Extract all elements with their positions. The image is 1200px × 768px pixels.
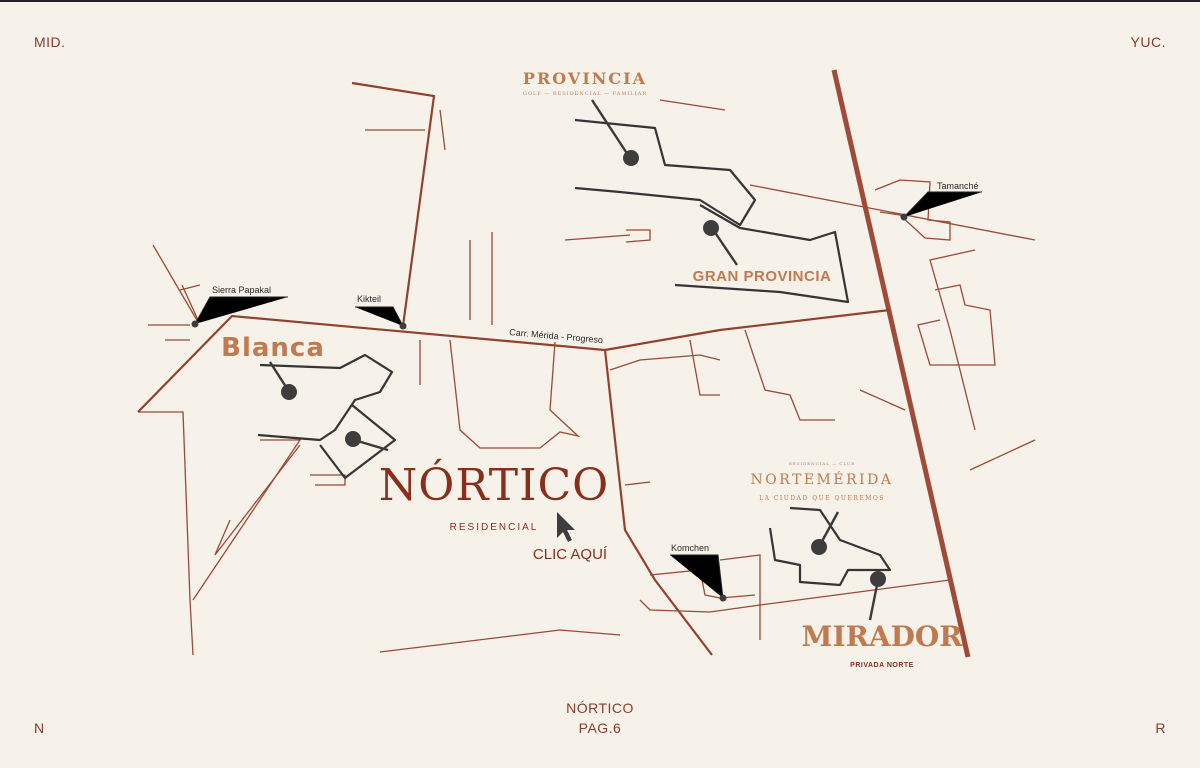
- nortico-brand[interactable]: NÓRTICO: [379, 458, 609, 511]
- mirador-pin-icon[interactable]: [870, 571, 886, 587]
- mirador-brand[interactable]: MIRADOR: [801, 620, 963, 653]
- corner-label-bottom-left: N: [34, 720, 45, 736]
- secondary-roads: [138, 99, 1036, 656]
- top-border: [0, 0, 1200, 2]
- provincia-tagline: GOLF — RESIDENCIAL — FAMILIAR: [523, 91, 647, 97]
- gran-provincia-brand[interactable]: GRAN PROVINCIA: [693, 268, 832, 285]
- footer-title: NÓRTICO: [566, 700, 634, 716]
- provincia-lot: [574, 118, 757, 227]
- footer-page-number: PAG.6: [578, 720, 622, 736]
- cursor-arrow-icon: [557, 512, 575, 542]
- komchen-label: Komchen: [671, 543, 709, 553]
- nortemerida-brand[interactable]: NORTEMÉRIDA: [750, 470, 893, 488]
- sierra-papakal-marker-icon: [191, 320, 199, 328]
- brand-labels: PROVINCIA GOLF — RESIDENCIAL — FAMILIAR …: [221, 69, 963, 669]
- kikteil-marker-icon: [399, 322, 407, 330]
- tamanche-marker-icon: [900, 213, 908, 221]
- main-roads: [137, 81, 891, 656]
- town-markers: Sierra Papakal Kikteil Carr. Mérida - Pr…: [191, 181, 982, 602]
- clic-aqui-link[interactable]: CLIC AQUÍ: [533, 546, 608, 563]
- nortemerida-top-tag: RESIDENCIAL — CLUB: [789, 461, 855, 466]
- tamanche-label: Tamanché: [937, 181, 979, 191]
- development-lots: [257, 118, 892, 587]
- corner-label-top-right: YUC.: [1130, 34, 1166, 50]
- blanca-pin-icon[interactable]: [281, 384, 297, 400]
- sierra-papakal-label: Sierra Papakal: [212, 285, 271, 295]
- nortemerida-lot: [768, 506, 892, 587]
- kikteil-label: Kikteil: [357, 294, 381, 304]
- nortemerida-pin-icon[interactable]: [811, 539, 827, 555]
- highway: [831, 69, 971, 658]
- nortico-subtitle: RESIDENCIAL: [450, 522, 539, 533]
- blanca-second-pin-icon[interactable]: [345, 431, 361, 447]
- corner-label-bottom-right: R: [1155, 720, 1166, 736]
- komchen-marker-icon: [719, 594, 727, 602]
- mirador-subtitle: PRIVADA NORTE: [850, 662, 914, 669]
- gran-provincia-pin-icon[interactable]: [703, 220, 719, 236]
- blanca-brand[interactable]: Blanca: [221, 333, 325, 363]
- development-pins: [268, 99, 886, 621]
- provincia-brand[interactable]: PROVINCIA: [523, 69, 647, 88]
- blanca-second-lot: [319, 404, 397, 480]
- provincia-pin-icon[interactable]: [623, 150, 639, 166]
- nortemerida-tagline: LA CIUDAD QUE QUEREMOS: [759, 495, 885, 502]
- gran-provincia-lot: [674, 204, 850, 304]
- corner-label-top-left: MID.: [34, 34, 66, 50]
- blanca-lot: [257, 353, 394, 442]
